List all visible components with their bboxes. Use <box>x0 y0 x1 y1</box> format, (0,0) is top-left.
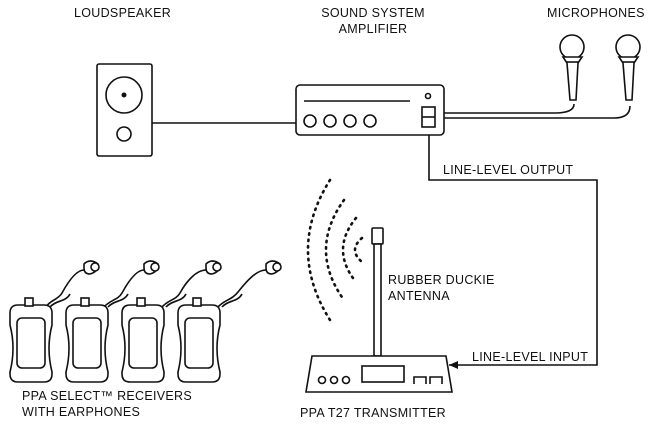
microphone-icon <box>615 34 641 101</box>
transmitter-label: PPA T27 TRANSMITTER <box>300 406 447 420</box>
mic-cable-2 <box>444 105 631 119</box>
earphone-icon <box>265 260 282 275</box>
antenna-icon <box>371 227 384 357</box>
loudspeaker-label: LOUDSPEAKER <box>74 6 172 20</box>
receiver-icon <box>121 269 207 383</box>
earphone-icon <box>83 260 100 275</box>
arrow-left-icon <box>449 361 458 369</box>
radio-waves-icon <box>306 178 364 322</box>
receiver-group <box>9 260 282 383</box>
antenna-label-line1: RUBBER DUCKIE <box>388 273 495 287</box>
microphones-label: MICROPHONES <box>547 6 645 20</box>
amplifier-icon <box>295 84 445 136</box>
amplifier-label-line2: AMPLIFIER <box>338 22 408 36</box>
receivers-label-line1: PPA SELECT™ RECEIVERS <box>22 389 193 403</box>
receiver-icon <box>65 269 145 383</box>
receiver-icon <box>177 269 267 383</box>
line-level-input-label: LINE-LEVEL INPUT <box>472 350 589 364</box>
earphone-icon <box>143 260 160 275</box>
loudspeaker-icon <box>96 63 153 157</box>
amplifier-label-line1: SOUND SYSTEM <box>321 6 425 20</box>
transmitter-icon <box>305 355 453 393</box>
antenna-label: RUBBER DUCKIE ANTENNA <box>388 272 495 304</box>
receivers-label-line2: WITH EARPHONES <box>22 405 141 419</box>
line-level-output-cable <box>428 135 598 366</box>
receiver-icon <box>9 269 85 383</box>
receivers-label: PPA SELECT™ RECEIVERS WITH EARPHONES <box>22 388 192 420</box>
amplifier-label: SOUND SYSTEM AMPLIFIER <box>300 5 446 37</box>
earphone-icon <box>205 260 222 275</box>
microphone-icon <box>559 34 585 101</box>
antenna-label-line2: ANTENNA <box>388 289 450 303</box>
mic-cable-1 <box>444 103 575 114</box>
line-level-output-label: LINE-LEVEL OUTPUT <box>443 163 574 177</box>
